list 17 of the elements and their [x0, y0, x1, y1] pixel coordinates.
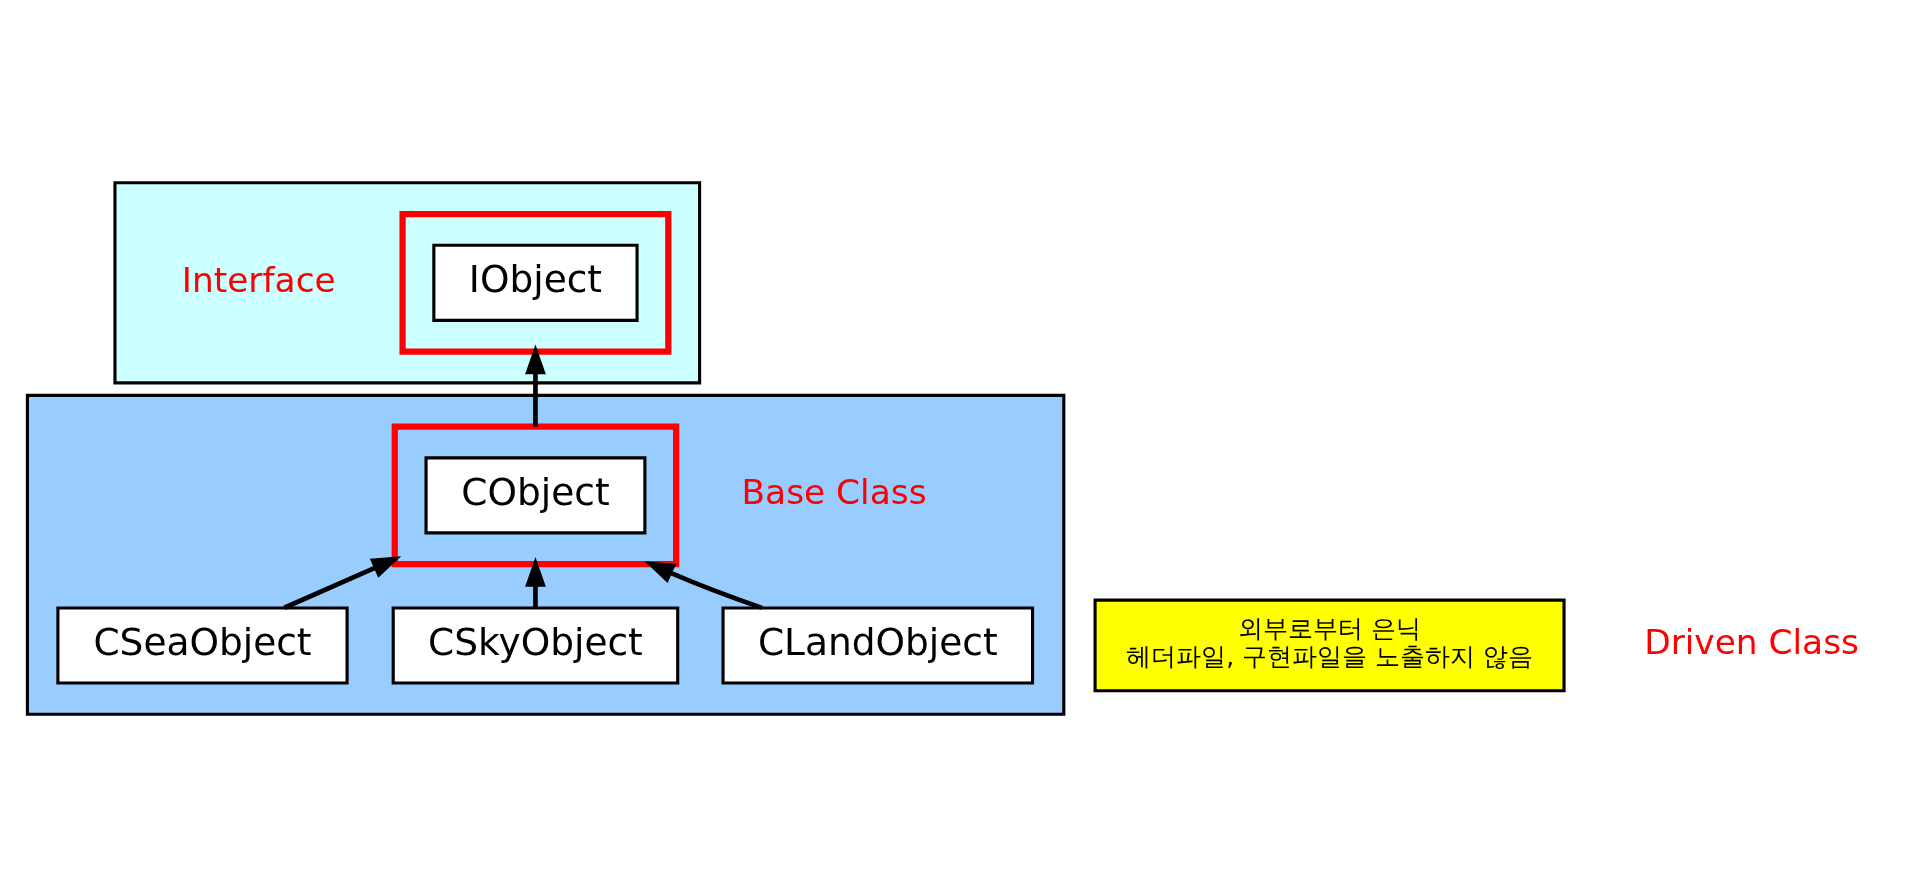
label: Driven Class	[1644, 621, 1860, 662]
node-box: CSkyObject	[391, 605, 680, 685]
cluster	[113, 180, 702, 384]
node-box: CLandObject	[721, 605, 1035, 685]
node-box: CObject	[424, 455, 647, 534]
cluster	[25, 393, 1066, 716]
node-label: Interface	[181, 259, 336, 300]
arrow	[283, 555, 402, 610]
arrow	[644, 560, 763, 610]
node-label: Base Class	[741, 471, 927, 512]
cluster	[391, 423, 680, 567]
node-box: CSeaObject	[56, 605, 349, 685]
arrow	[525, 344, 546, 427]
node-box: IObject	[432, 243, 639, 322]
cluster	[399, 210, 672, 355]
arrow	[525, 556, 546, 608]
node-box: 외부로부터 은닉 헤더파일, 구현파일을 노출하지 않음	[1093, 598, 1566, 692]
